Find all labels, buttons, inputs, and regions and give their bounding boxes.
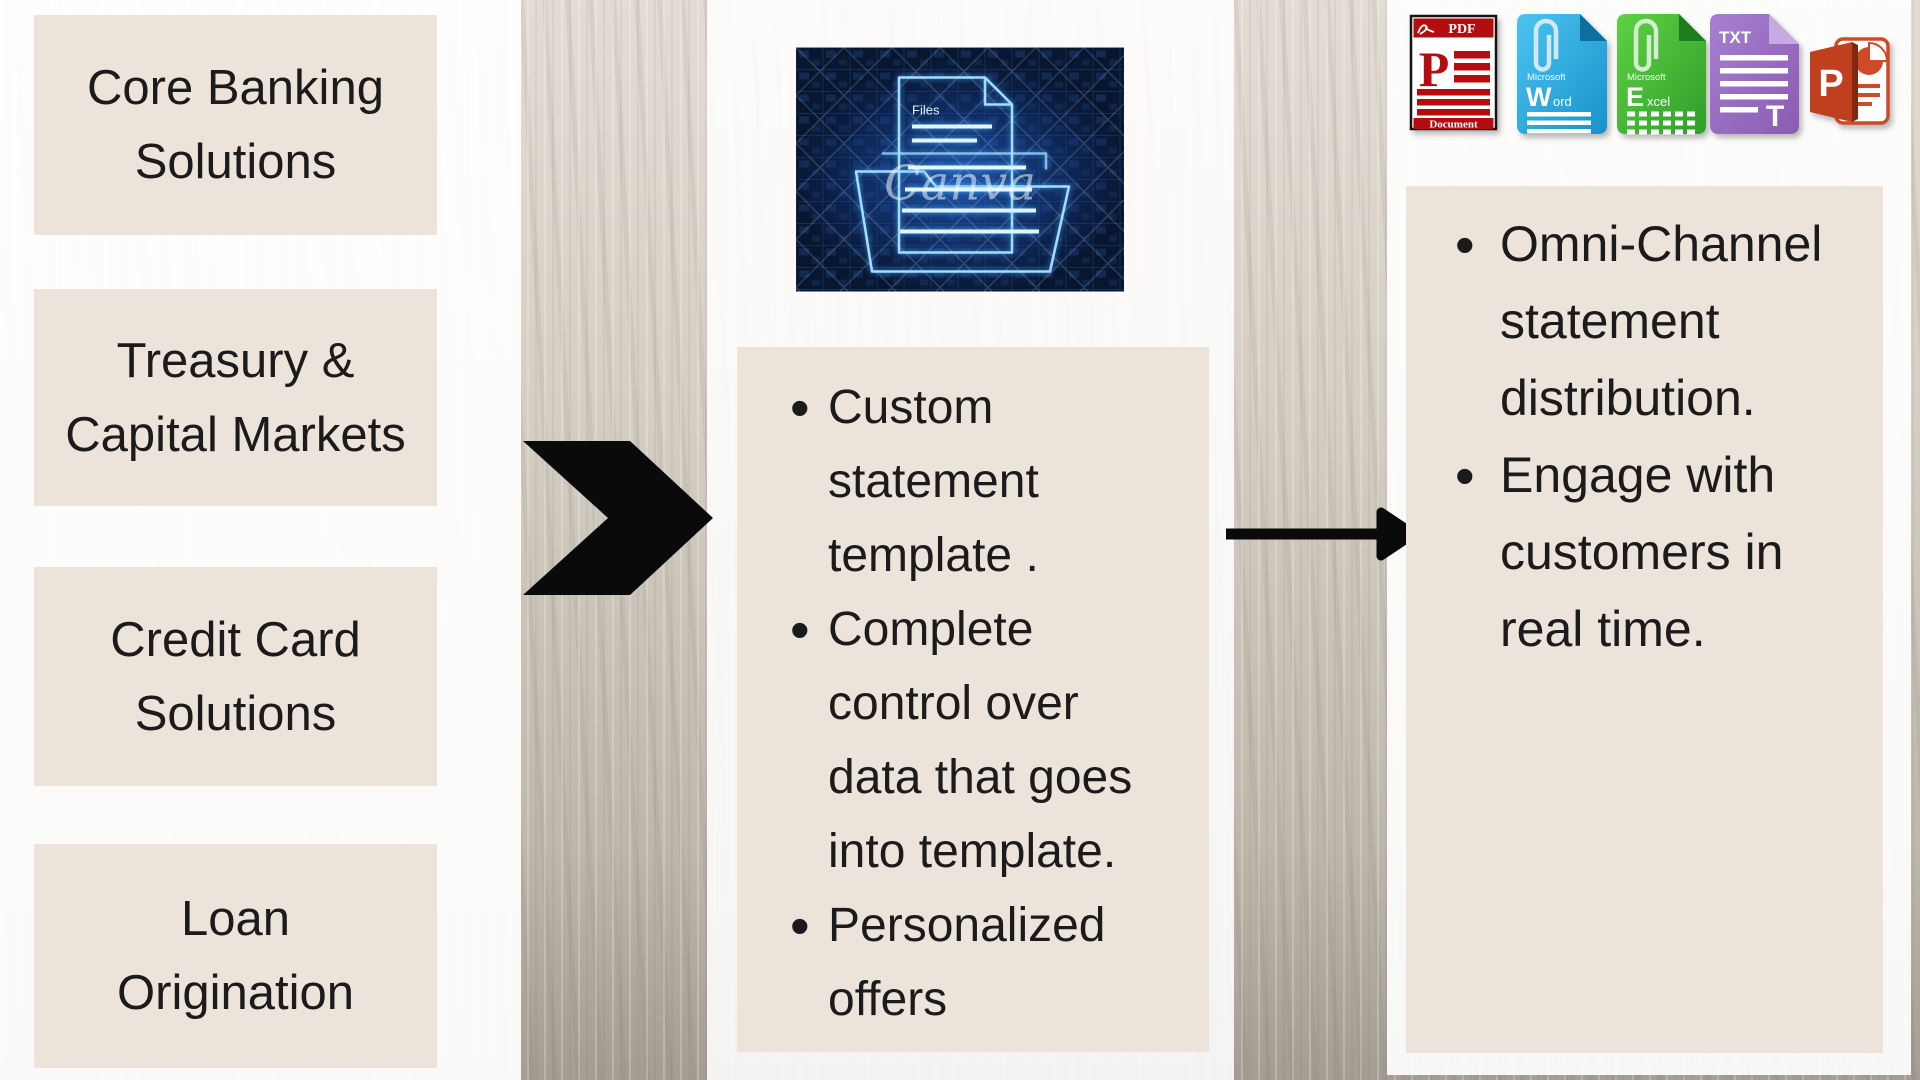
excel-brand-label: Microsoft (1627, 72, 1666, 83)
txt-letter: T (1766, 100, 1784, 133)
excel-folded-corner (1679, 14, 1706, 41)
adobe-swirl-glyph (1417, 24, 1435, 35)
box-treasury-label: Treasury & Capital Markets (65, 333, 406, 462)
word-letter: W (1526, 82, 1552, 112)
digital-files-folder-image: Files Canva (796, 47, 1124, 292)
excel-letter: E (1626, 82, 1644, 112)
right-bullets-box: Omni-Channel statement distribution. Eng… (1406, 186, 1883, 1053)
bullet-custom-template: Custom statement template . (790, 371, 1183, 593)
pdf-text-bars (1417, 51, 1490, 116)
ppt-front-panel (1810, 42, 1852, 122)
word-text-lines (1527, 112, 1591, 134)
box-credit-card-label: Credit Card Solutions (110, 612, 361, 741)
excel-file-icon: Microsoft E xcel (1617, 14, 1706, 135)
pdf-banner-label: PDF (1448, 22, 1475, 37)
txt-file-icon: TXT T (1710, 14, 1799, 134)
word-suffix: ord (1553, 94, 1572, 109)
bullet-personalized-offers: Personalized offers (790, 889, 1183, 1037)
bullet-omni-channel: Omni-Channel statement distribution. (1455, 206, 1863, 437)
box-loan-origination: Loan Origination (34, 844, 437, 1068)
box-treasury-capital-markets: Treasury & Capital Markets (34, 289, 437, 506)
chevron-right-arrow (523, 441, 713, 595)
pdf-footer-label: Document (1429, 119, 1478, 131)
powerpoint-file-icon: P (1810, 37, 1890, 125)
flow-arrow (1226, 507, 1418, 561)
box-core-banking: Core Banking Solutions (34, 15, 437, 235)
box-loan-origination-label: Loan Origination (117, 892, 354, 1020)
txt-text-lines (1720, 55, 1788, 113)
middle-bullet-list: Custom statement template . Complete con… (737, 347, 1209, 1037)
pdf-letter: P (1419, 41, 1450, 97)
middle-bullets-box: Custom statement template . Complete con… (737, 347, 1209, 1052)
box-core-banking-label: Core Banking Solutions (87, 61, 384, 189)
right-bullet-list: Omni-Channel statement distribution. Eng… (1406, 186, 1883, 668)
word-file-icon: Microsoft W ord (1517, 14, 1607, 134)
box-credit-card: Credit Card Solutions (34, 567, 437, 786)
pdf-file-icon: PDF P Document (1409, 14, 1498, 131)
txt-title-label: TXT (1719, 28, 1752, 47)
excel-suffix: xcel (1647, 94, 1670, 109)
word-brand-label: Microsoft (1527, 72, 1566, 83)
word-paperclip-icon (1533, 18, 1559, 72)
bullet-complete-control: Complete control over data that goes int… (790, 593, 1183, 889)
word-folded-corner (1580, 14, 1607, 41)
bullet-engage-customers: Engage with customers in real time. (1455, 437, 1863, 668)
txt-folded-corner (1769, 14, 1799, 44)
ppt-letter: P (1818, 63, 1843, 105)
excel-paperclip-icon (1633, 18, 1659, 72)
